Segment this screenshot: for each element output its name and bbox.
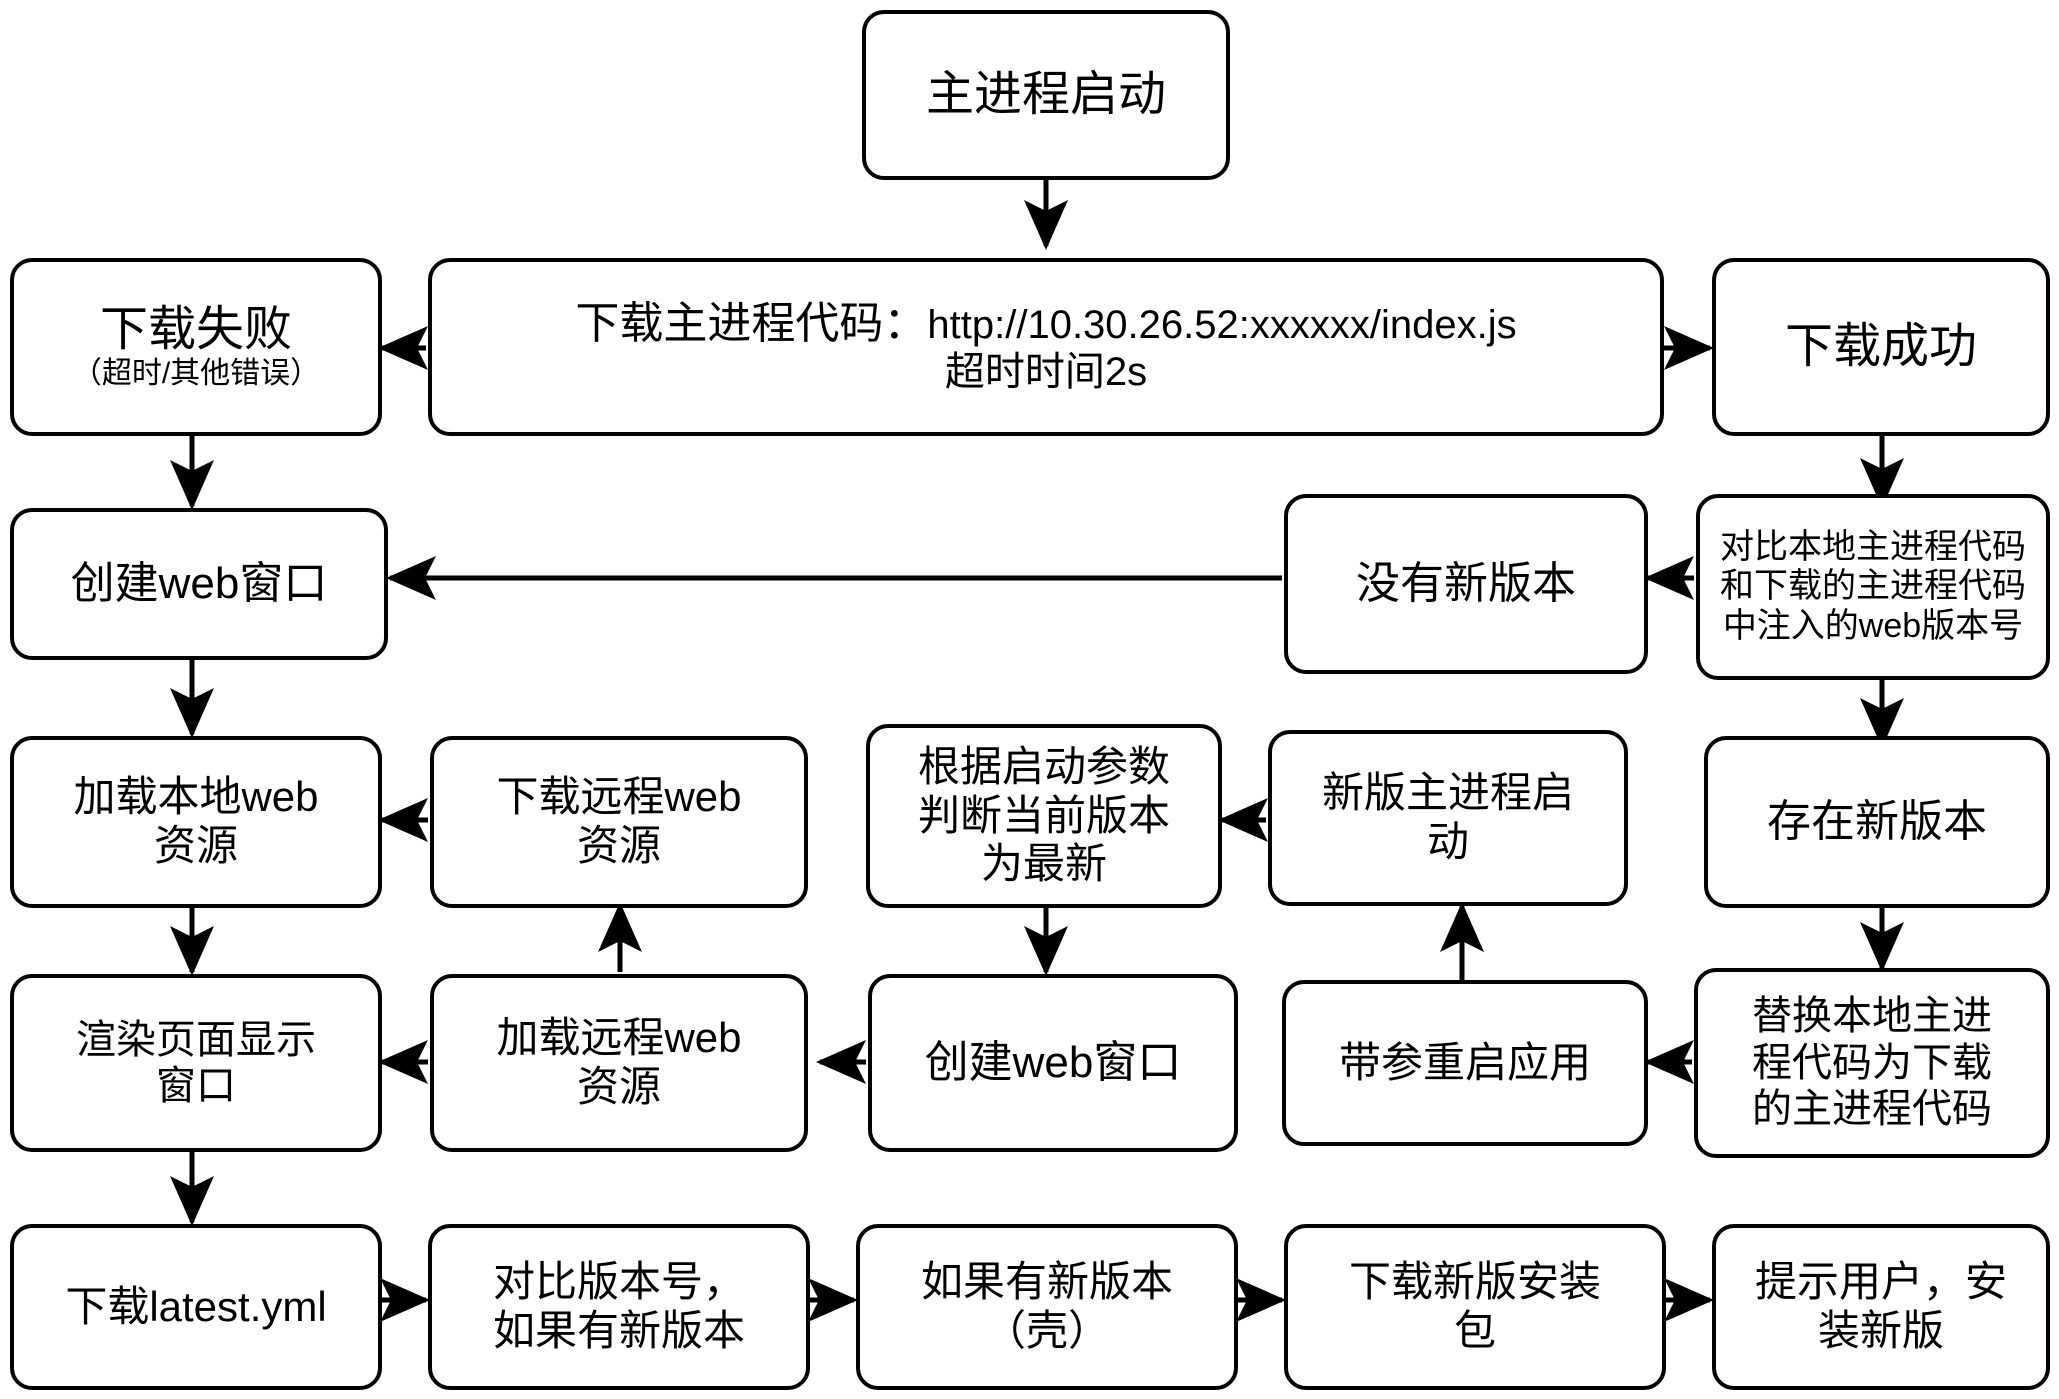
node-download-latest-yml[interactable]: 下载latest.yml [10, 1224, 382, 1390]
node-label: 创建web窗口 [70, 559, 328, 609]
node-load-local-web-resource[interactable]: 加载本地web 资源 [10, 736, 382, 908]
node-if-new-version-shell[interactable]: 如果有新版本 （壳） [856, 1224, 1238, 1390]
node-label: 提示用户，安 装新版 [1754, 1258, 2007, 1354]
node-label-url: http://10.30.26.52:xxxxxx/index.js [927, 303, 1517, 348]
node-label: 对比版本号， 如果有新版本 [492, 1258, 745, 1354]
node-label: 下载latest.yml [65, 1282, 327, 1330]
node-create-web-window-1[interactable]: 创建web窗口 [10, 508, 388, 660]
node-label: 创建web窗口 [924, 1038, 1182, 1088]
node-label-line2: 超时时间2s [944, 350, 1148, 395]
node-main-process-start[interactable]: 主进程启动 [862, 10, 1230, 180]
node-compare-web-version[interactable]: 对比本地主进程代码 和下载的主进程代码 中注入的web版本号 [1696, 494, 2050, 680]
node-label: 替换本地主进 程代码为下载 的主进程代码 [1752, 994, 1992, 1132]
node-download-fail[interactable]: 下载失败 （超时/其他错误） [10, 258, 382, 436]
node-label-cn: 下载主进程代码： [575, 299, 928, 349]
node-label: 下载成功 [1784, 320, 1977, 374]
node-download-main-process-code[interactable]: 下载主进程代码：http://10.30.26.52:xxxxxx/index.… [428, 258, 1664, 436]
node-download-new-installer[interactable]: 下载新版安装 包 [1284, 1224, 1666, 1390]
node-label: 下载失败 [99, 302, 292, 356]
node-label: 下载新版安装 包 [1348, 1258, 1601, 1354]
node-prompt-user-install-new[interactable]: 提示用户，安 装新版 [1712, 1224, 2050, 1390]
node-sublabel: （超时/其他错误） [71, 357, 321, 391]
node-render-page-show-window[interactable]: 渲染页面显示 窗口 [10, 974, 382, 1152]
node-download-success[interactable]: 下载成功 [1712, 258, 2050, 436]
node-label: 存在新版本 [1767, 797, 1987, 847]
node-download-remote-web-resource[interactable]: 下载远程web 资源 [430, 736, 808, 908]
node-label: 主进程启动 [925, 68, 1166, 122]
node-label: 没有新版本 [1356, 559, 1576, 609]
node-label: 下载远程web 资源 [496, 773, 742, 869]
node-judge-current-version-latest[interactable]: 根据启动参数 判断当前版本 为最新 [866, 724, 1222, 908]
node-label: 如果有新版本 （壳） [920, 1258, 1173, 1354]
node-create-web-window-2[interactable]: 创建web窗口 [868, 974, 1238, 1152]
node-label: 新版主进程启 动 [1321, 769, 1574, 865]
node-label: 根据启动参数 判断当前版本 为最新 [917, 742, 1170, 888]
node-label: 加载远程web 资源 [496, 1014, 742, 1110]
node-label-line1: 下载主进程代码：http://10.30.26.52:xxxxxx/index.… [575, 298, 1516, 349]
node-restart-app-with-args[interactable]: 带参重启应用 [1282, 980, 1648, 1146]
node-label: 渲染页面显示 窗口 [76, 1017, 316, 1108]
node-label: 对比本地主进程代码 和下载的主进程代码 中注入的web版本号 [1720, 527, 2026, 645]
node-new-main-process-start[interactable]: 新版主进程启 动 [1268, 730, 1628, 906]
node-compare-version-number[interactable]: 对比版本号， 如果有新版本 [428, 1224, 810, 1390]
node-no-new-version[interactable]: 没有新版本 [1284, 494, 1648, 674]
node-load-remote-web-resource[interactable]: 加载远程web 资源 [430, 974, 808, 1152]
node-label: 加载本地web 资源 [73, 773, 319, 869]
node-label: 带参重启应用 [1338, 1038, 1591, 1086]
node-has-new-version[interactable]: 存在新版本 [1704, 736, 2050, 908]
node-replace-local-main-code[interactable]: 替换本地主进 程代码为下载 的主进程代码 [1694, 968, 2050, 1158]
